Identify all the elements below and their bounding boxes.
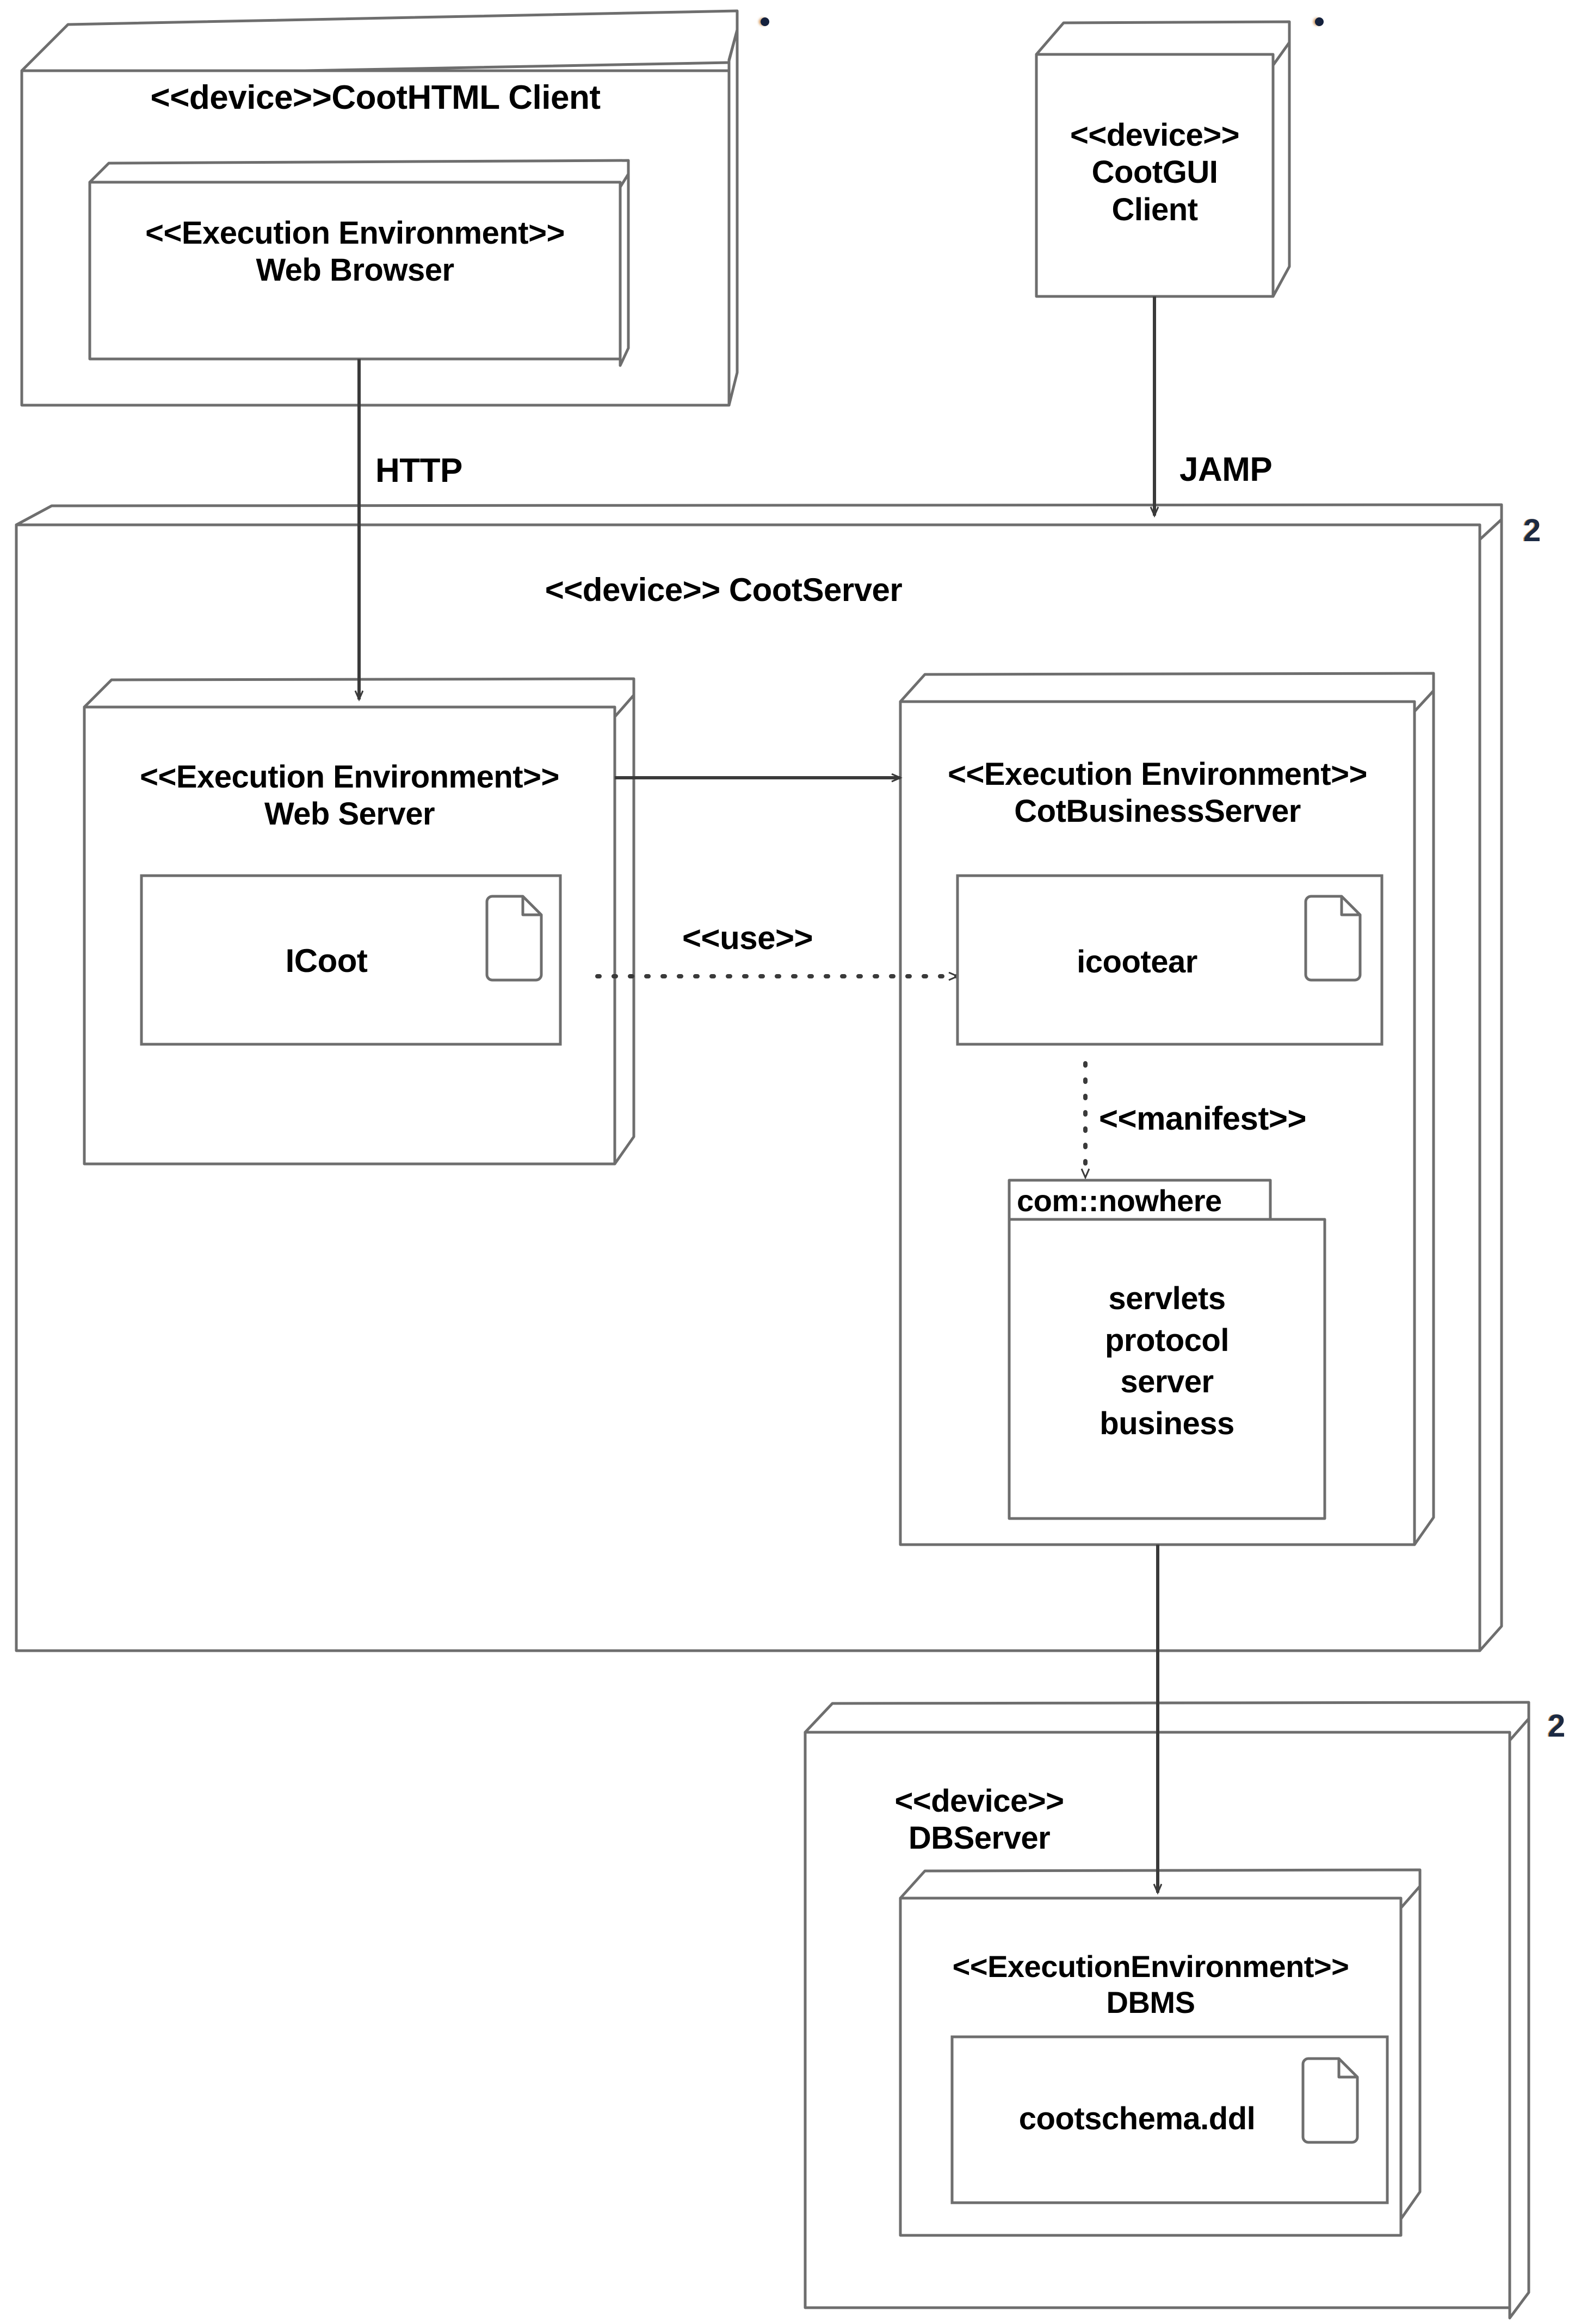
web-browser-cube bbox=[88, 159, 630, 367]
coot-server-label: <<device>> CootServer bbox=[545, 572, 903, 608]
document-icon bbox=[1301, 2057, 1359, 2144]
web-server-label: <<Execution Environment>> Web Server bbox=[140, 759, 559, 832]
coot-gui-client-marker-dot bbox=[1315, 17, 1324, 26]
coot-html-client-marker-dot bbox=[761, 17, 769, 26]
com-nowhere-package bbox=[1008, 1179, 1326, 1520]
coot-gui-client-label: <<device>> CootGUI Client bbox=[1070, 117, 1240, 227]
db-server-marker-two: 2 bbox=[1548, 1708, 1565, 1744]
document-icon bbox=[485, 895, 543, 982]
dbms-label: <<ExecutionEnvironment>> DBMS bbox=[952, 1949, 1349, 2020]
db-server-label: <<device>> DBServer bbox=[894, 1783, 1064, 1856]
edge-label-jamp: JAMP bbox=[1179, 451, 1273, 488]
coot-html-client-label: <<device>>CootHTML Client bbox=[150, 79, 601, 116]
cot-business-server-label: <<Execution Environment>> CotBusinessSer… bbox=[948, 757, 1367, 829]
web-browser-label: <<Execution Environment>> Web Browser bbox=[145, 215, 565, 288]
edge-label-use: <<use>> bbox=[682, 920, 813, 956]
package-name-label: com::nowhere bbox=[1017, 1183, 1222, 1218]
icootear-artifact-label: icootear bbox=[1077, 944, 1197, 980]
cootschema-artifact-label: cootschema.ddl bbox=[1018, 2101, 1256, 2136]
icoot-artifact-label: ICoot bbox=[285, 943, 368, 979]
edge-label-manifest: <<manifest>> bbox=[1099, 1100, 1306, 1137]
package-contents-label: servlets protocol server business bbox=[1100, 1281, 1234, 1441]
coot-gui-client-cube bbox=[1035, 20, 1291, 298]
coot-server-marker-two: 2 bbox=[1523, 513, 1541, 548]
edge-label-http: HTTP bbox=[375, 452, 462, 489]
document-icon bbox=[1304, 895, 1362, 982]
